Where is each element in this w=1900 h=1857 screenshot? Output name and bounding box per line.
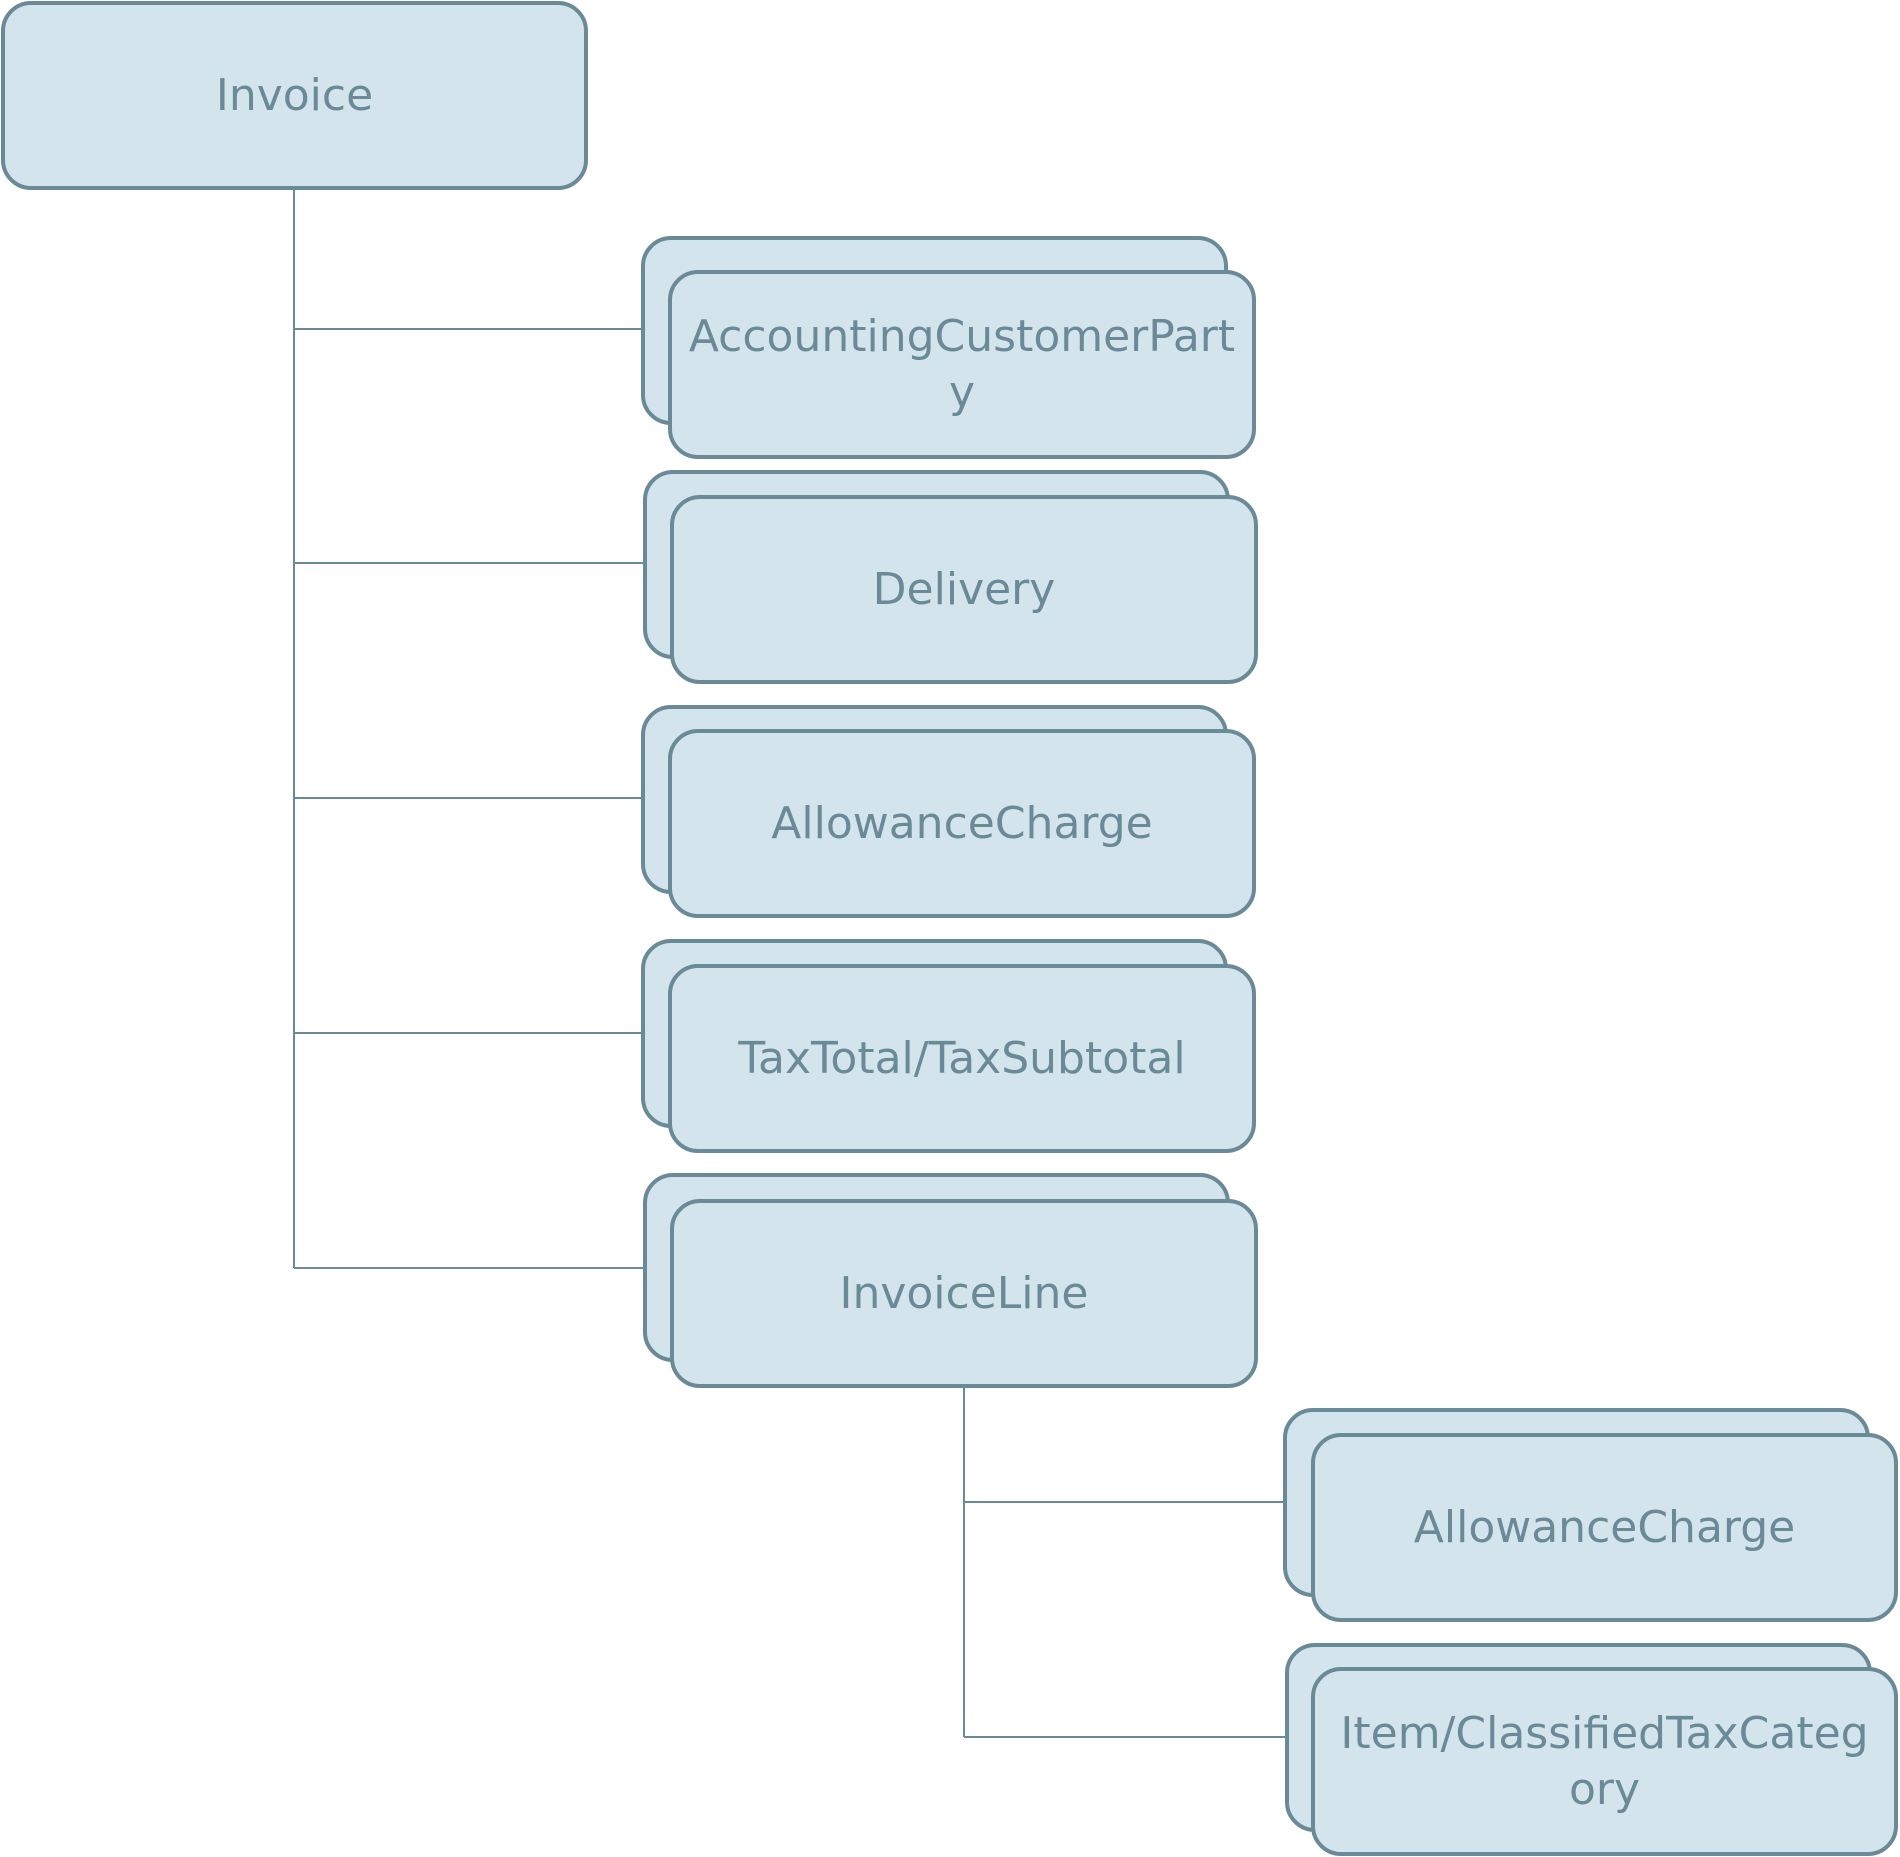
node-invoice-line (643, 1173, 1258, 1388)
node-allowance-charge (641, 705, 1256, 918)
node-allowance-charge-front (668, 729, 1256, 918)
connectors (293, 188, 1285, 1738)
node-classified-tax-category (1285, 1643, 1898, 1856)
node-line-allowance-charge-label: AllowanceCharge (1413, 1501, 1796, 1553)
node-line-allowance-charge (1283, 1408, 1898, 1622)
node-delivery-label: Delivery (872, 563, 1056, 615)
node-invoice (1, 1, 588, 190)
node-allowance-charge-label: AllowanceCharge (771, 797, 1153, 849)
node-invoice-line-label: InvoiceLine (839, 1267, 1089, 1319)
node-line-allowance-charge-front (1311, 1433, 1898, 1622)
node-delivery (643, 470, 1258, 684)
node-tax-total (641, 939, 1256, 1153)
node-classified-tax-category-front (1311, 1667, 1898, 1856)
node-accounting-customer-party-front (668, 270, 1256, 459)
node-accounting-customer-party-label: AccountingCustomerParty (688, 310, 1236, 418)
node-tax-total-front (668, 964, 1256, 1153)
node-tax-total-label: TaxTotal/TaxSubtotal (738, 1032, 1186, 1084)
node-delivery-front (670, 495, 1258, 684)
node-accounting-customer-party (641, 236, 1256, 459)
node-invoice-label: Invoice (215, 69, 374, 121)
node-invoice-line-front (670, 1199, 1258, 1388)
node-classified-tax-category-label: Item/ClassifiedTaxCategory (1340, 1707, 1869, 1815)
node-invoice-box (1, 1, 588, 190)
